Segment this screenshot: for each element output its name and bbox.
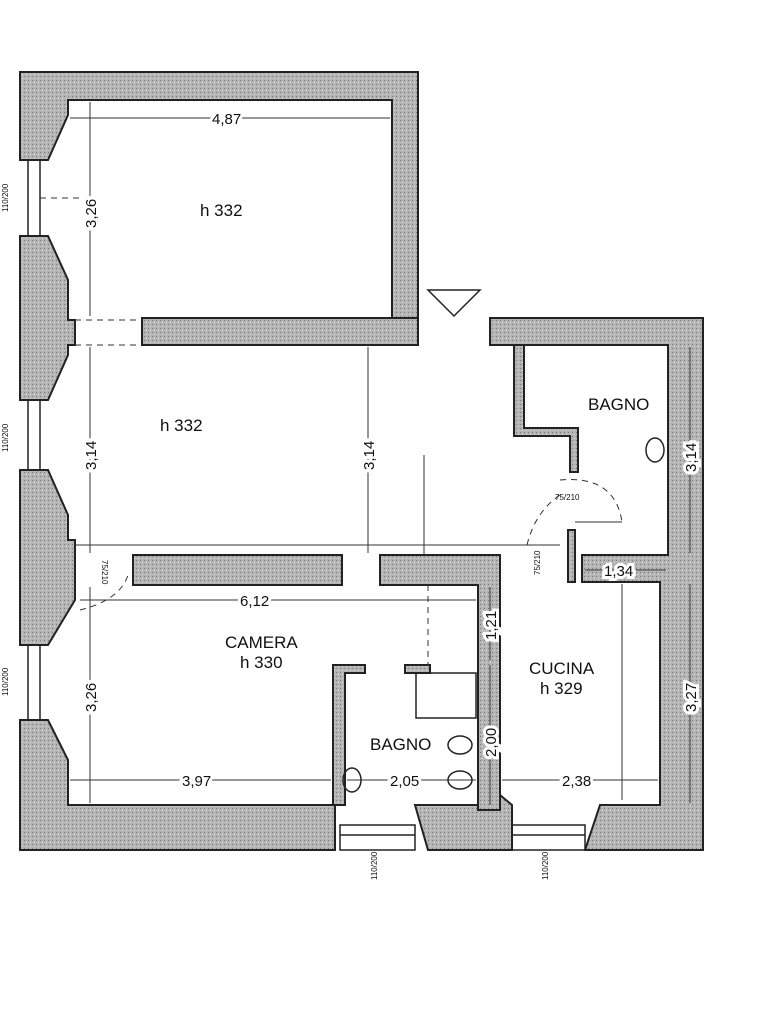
- dimension-labels: 4,87 3,26 3,14 3,14 3,14 1,34 6,12 3,26 …: [80, 108, 703, 793]
- bidet-icon: [447, 770, 473, 790]
- dim-corridor-b: 2,00: [483, 728, 500, 757]
- dim-cucina-depth: 3,27: [683, 683, 700, 712]
- sink-icon: [342, 767, 362, 793]
- door-label: 75/210: [533, 550, 542, 575]
- bagno-lower-left-wall: [332, 664, 366, 806]
- dim-camera-depth: 3,26: [83, 683, 100, 712]
- dimension-lines: [40, 102, 691, 805]
- window-left-2: [27, 399, 41, 471]
- dim-bagno-width: 1,34: [604, 563, 633, 580]
- window-bottom-1: [339, 824, 416, 851]
- room-name-cucina: CUCINA: [529, 659, 595, 678]
- dim-bagno-depth: 3,14: [683, 443, 700, 472]
- bagno-inner-wall: [513, 344, 579, 473]
- dim-bagno-lower-width: 2,05: [390, 773, 419, 790]
- shower-tray: [415, 672, 477, 719]
- dim-top-depth: 3,26: [83, 199, 100, 228]
- room-name-bagno-lower: BAGNO: [370, 735, 431, 754]
- room-name-bagno-upper: BAGNO: [588, 395, 649, 414]
- toilet-icon: [447, 735, 473, 755]
- left-wall-lower: [19, 719, 336, 851]
- entrance-arrow-icon: [426, 289, 482, 318]
- sink-icon: [645, 437, 665, 463]
- bagno-lower-stub: [404, 664, 431, 674]
- bottom-wall-mid: [413, 792, 513, 851]
- window-left-3: [27, 644, 41, 721]
- window-label: 110/200: [1, 183, 10, 212]
- dim-middle-center: 3,14: [361, 441, 378, 470]
- dim-corridor-a: 1,21: [483, 611, 500, 640]
- room-height-middle: h 332: [160, 416, 203, 435]
- dim-camera-bottom: 3,97: [182, 773, 211, 790]
- window-label: 110/200: [370, 851, 379, 880]
- room-name-camera: CAMERA: [225, 633, 298, 652]
- window-label: 110/200: [1, 423, 10, 452]
- window-label: 110/200: [541, 851, 550, 880]
- room-height-camera: h 330: [240, 653, 283, 672]
- dim-camera-width: 6,12: [240, 593, 269, 610]
- window-left-1: [27, 159, 41, 237]
- dim-middle-left: 3,14: [83, 441, 100, 470]
- dim-cucina-width: 2,38: [562, 773, 591, 790]
- windows: [27, 159, 586, 851]
- walls: [19, 71, 704, 851]
- partition-top: [141, 317, 419, 346]
- left-wall-upper: [19, 235, 76, 401]
- right-block-top: [489, 317, 704, 851]
- middle-wall-2: [379, 554, 501, 811]
- fixtures: [342, 437, 665, 793]
- opening-labels: 110/200 110/200 110/200 75/210 75/210 75…: [1, 183, 580, 880]
- window-bottom-2: [511, 824, 586, 851]
- door-jamb: [567, 529, 576, 583]
- door-label: 75/210: [555, 493, 580, 502]
- middle-wall: [132, 554, 343, 586]
- window-label: 110/200: [1, 667, 10, 696]
- left-wall-middle: [19, 469, 76, 646]
- room-height-top: h 332: [200, 201, 243, 220]
- dim-top-width: 4,87: [212, 111, 241, 128]
- door-label: 75/210: [100, 560, 109, 585]
- room-height-cucina: h 329: [540, 679, 583, 698]
